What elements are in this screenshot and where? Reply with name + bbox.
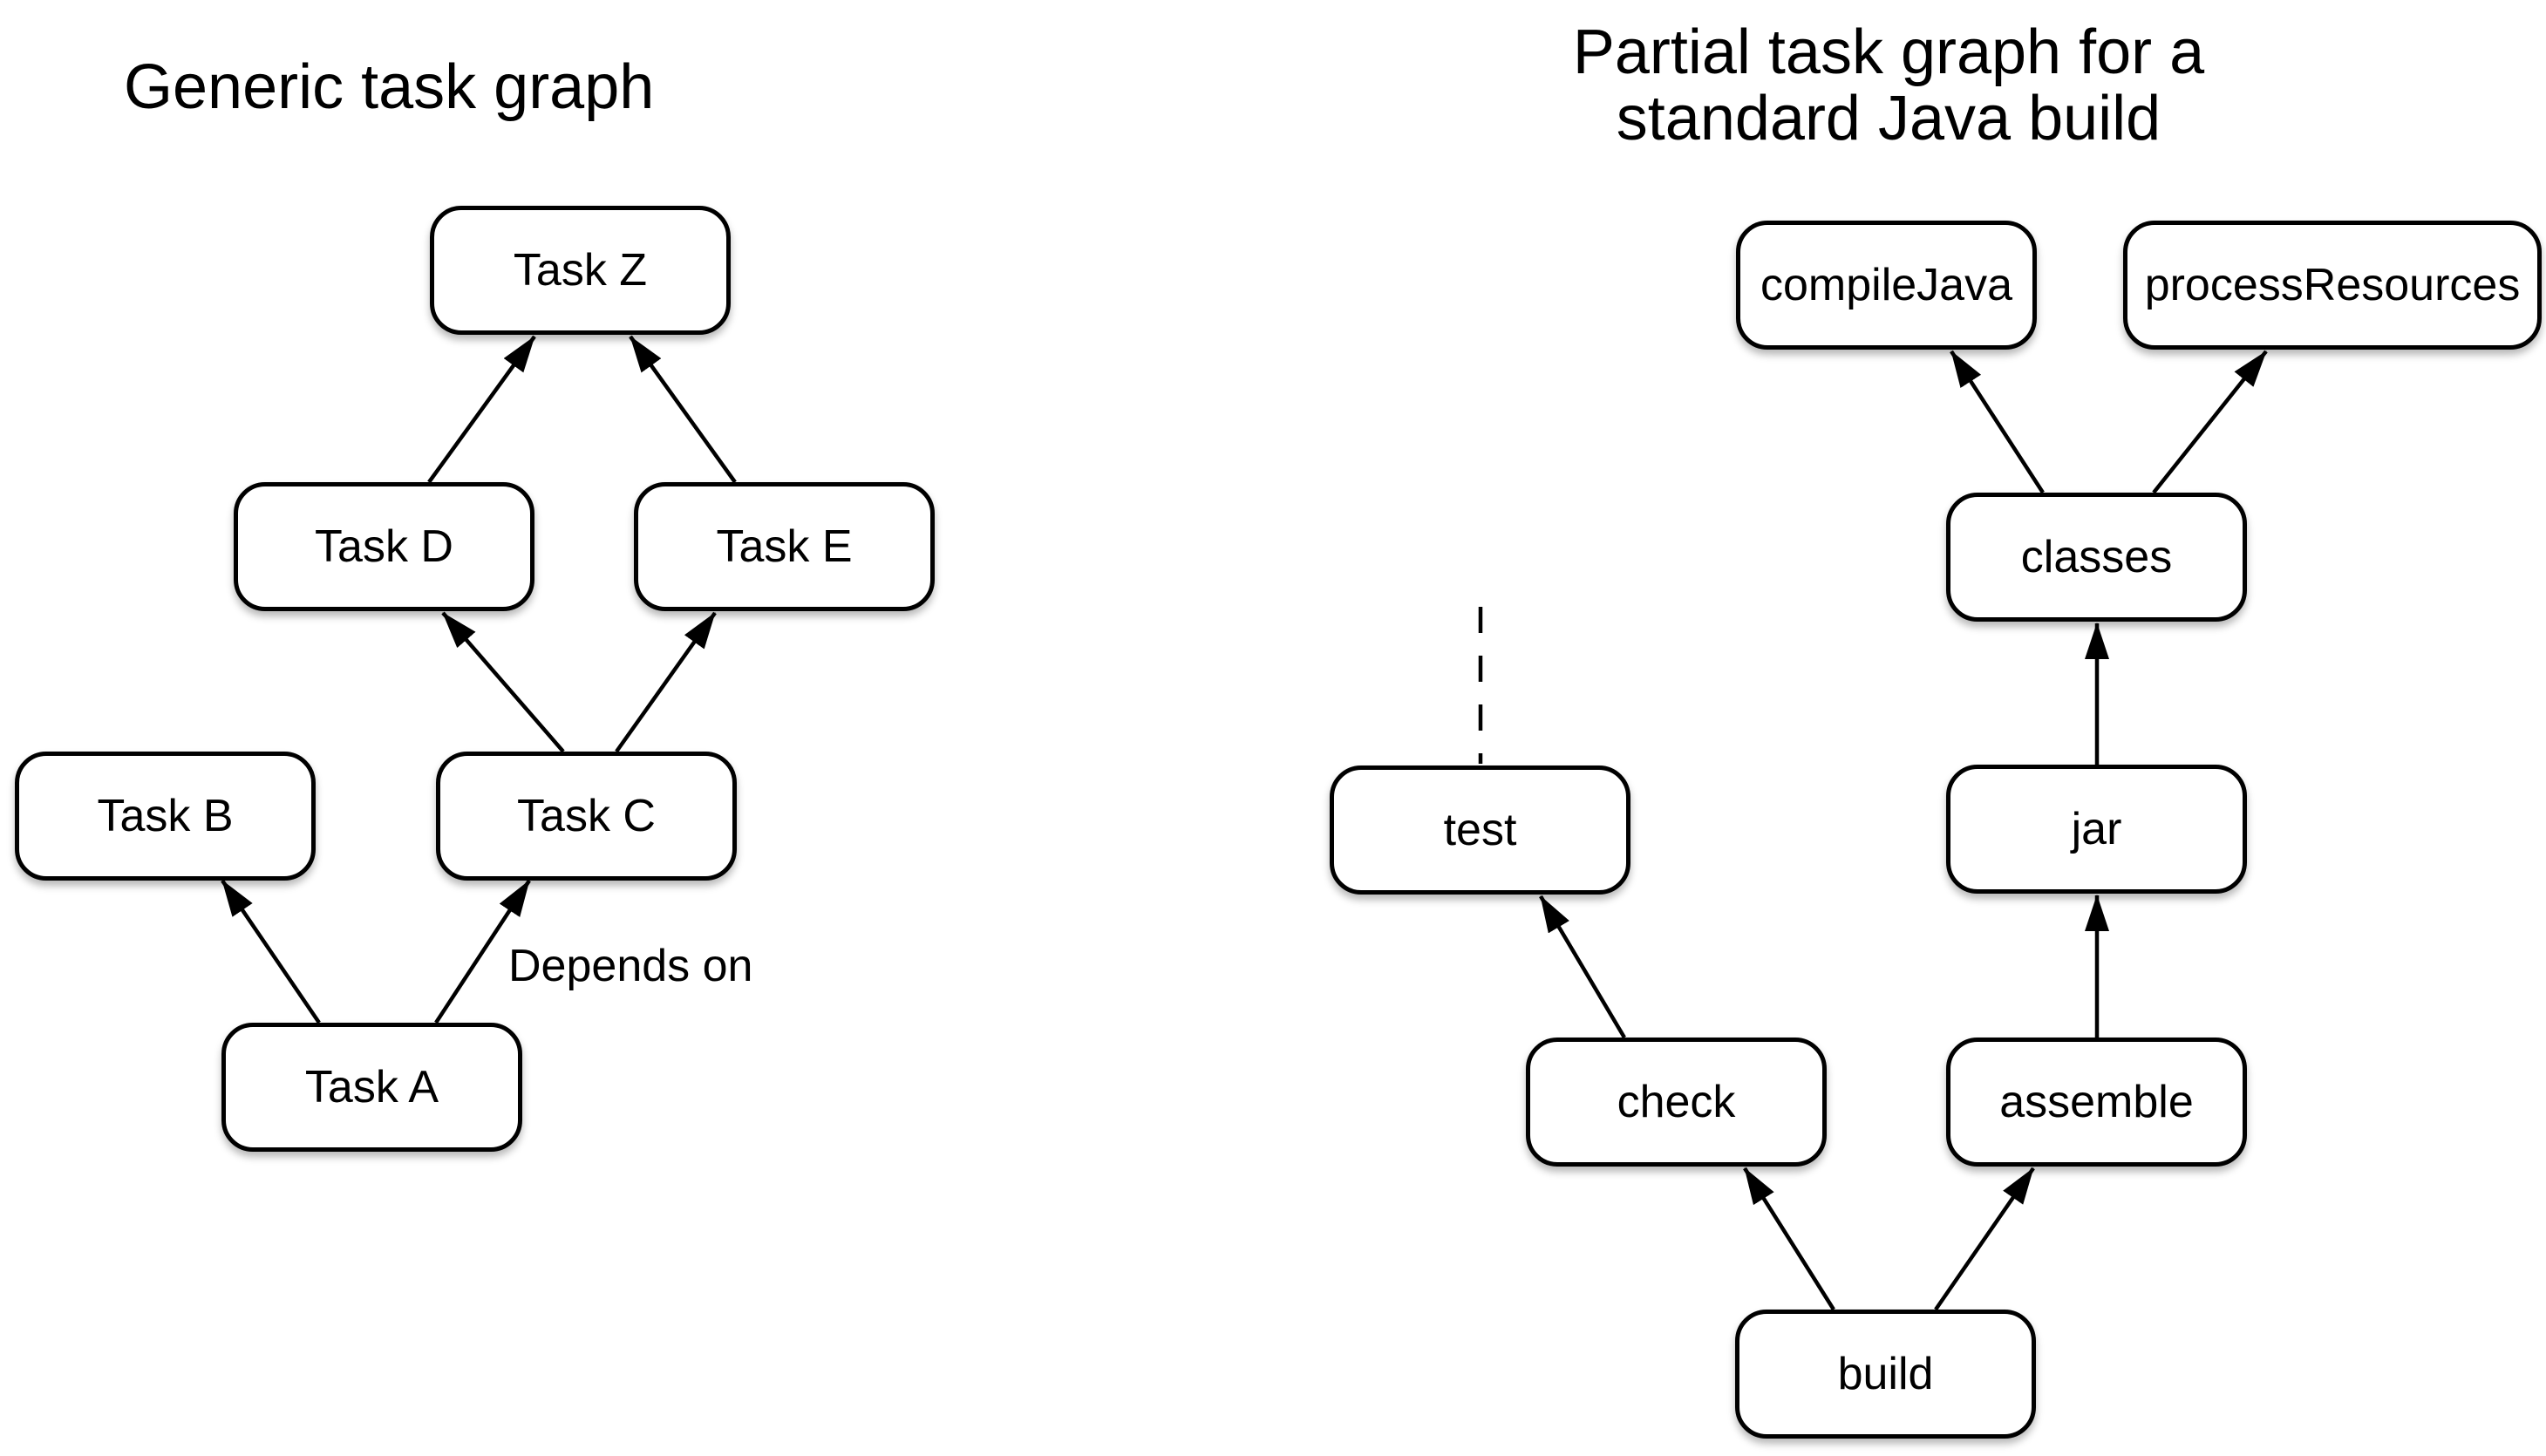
edge-task-a-to-task-c xyxy=(434,879,531,1024)
edge-check-to-test xyxy=(1539,895,1626,1039)
node-task-a: Task A xyxy=(221,1023,522,1152)
node-task-d-label: Task D xyxy=(315,521,453,572)
depends-on-annotation: Depends on xyxy=(508,941,753,991)
node-task-e: Task E xyxy=(634,482,935,611)
edge-task-c-to-task-e xyxy=(615,611,717,753)
right-graph-title-line-2: standard Java build xyxy=(1616,84,2161,154)
edge-build-to-assemble xyxy=(1934,1167,2035,1311)
node-test: test xyxy=(1330,765,1630,895)
edge-task-d-to-task-z xyxy=(427,335,536,484)
node-task-c: Task C xyxy=(436,752,737,881)
edge-task-c-to-task-d xyxy=(441,611,565,753)
node-classes: classes xyxy=(1946,493,2247,622)
edge-task-a-to-task-b xyxy=(221,879,321,1024)
node-task-b: Task B xyxy=(15,752,316,881)
node-assemble-label: assemble xyxy=(1999,1077,2194,1127)
node-task-c-label: Task C xyxy=(517,791,656,841)
node-task-z: Task Z xyxy=(430,206,731,335)
edge-classes-to-compilejava xyxy=(1950,350,2045,494)
node-processresources: processResources xyxy=(2123,221,2542,350)
node-test-label: test xyxy=(1443,805,1517,855)
node-assemble: assemble xyxy=(1946,1038,2247,1167)
node-check: check xyxy=(1526,1038,1827,1167)
left-graph-title: Generic task graph xyxy=(124,52,655,122)
node-task-z-label: Task Z xyxy=(513,245,648,296)
node-task-a-label: Task A xyxy=(304,1062,439,1112)
node-check-label: check xyxy=(1617,1077,1736,1127)
node-task-d: Task D xyxy=(234,482,534,611)
node-task-e-label: Task E xyxy=(716,521,853,572)
node-task-b-label: Task B xyxy=(97,791,234,841)
node-compilejava: compileJava xyxy=(1736,221,2037,350)
node-compilejava-label: compileJava xyxy=(1760,260,2013,310)
edge-build-to-check xyxy=(1743,1167,1835,1311)
node-classes-label: classes xyxy=(2020,532,2173,582)
node-jar: jar xyxy=(1946,765,2247,894)
edge-task-e-to-task-z xyxy=(629,335,737,484)
node-build-label: build xyxy=(1837,1349,1934,1399)
right-graph-title: Partial task graph for a standard Java b… xyxy=(1482,19,2295,153)
right-graph-title-line-1: Partial task graph for a xyxy=(1572,17,2205,87)
node-processresources-label: processResources xyxy=(2144,260,2521,310)
edge-classes-to-processresources xyxy=(2152,350,2268,494)
node-build: build xyxy=(1735,1310,2036,1439)
node-jar-label: jar xyxy=(2071,804,2122,854)
